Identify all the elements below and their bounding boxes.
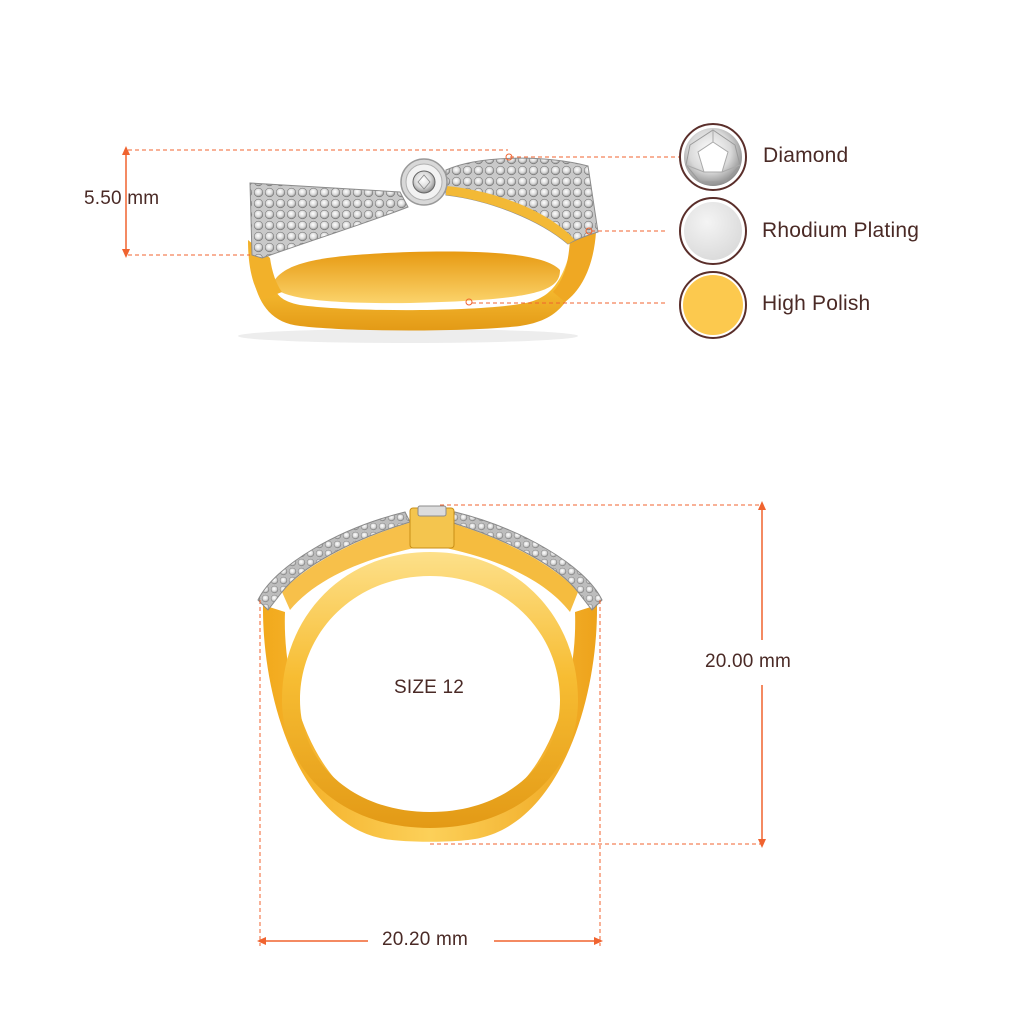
ring-size-label: SIZE 12	[394, 677, 465, 698]
right-pave-wing	[445, 157, 599, 245]
right-gold-strip	[446, 186, 575, 244]
rhodium-swatch-icon	[679, 197, 747, 265]
legend-swatches	[679, 123, 747, 339]
center-diamond	[412, 170, 436, 194]
legend-label-rhodium: Rhodium Plating	[762, 219, 920, 242]
center-diamond-front	[417, 505, 447, 517]
ring-outer-band	[250, 244, 585, 331]
ring-shadow	[238, 329, 578, 343]
diamond-swatch-icon	[679, 123, 747, 191]
legend-label-high-polish: High Polish	[762, 292, 871, 315]
front-height-dimension-label: 20.00 mm	[705, 651, 792, 672]
right-pave-strip	[449, 511, 603, 611]
ring-right-shank	[553, 232, 596, 302]
right-shoulder	[446, 522, 578, 612]
ring-inner-band	[272, 251, 560, 304]
ring-top-view	[238, 157, 599, 343]
left-pave-wing	[249, 182, 409, 259]
left-shoulder	[282, 522, 414, 610]
height-dimension-label: 5.50 mm	[84, 188, 160, 209]
dimension-lines	[122, 146, 766, 946]
width-dimension-label: 20.20 mm	[382, 929, 469, 950]
gold-swatch-icon	[679, 271, 747, 339]
ring-front-view	[257, 505, 603, 842]
legend-label-diamond: Diamond	[763, 144, 849, 167]
